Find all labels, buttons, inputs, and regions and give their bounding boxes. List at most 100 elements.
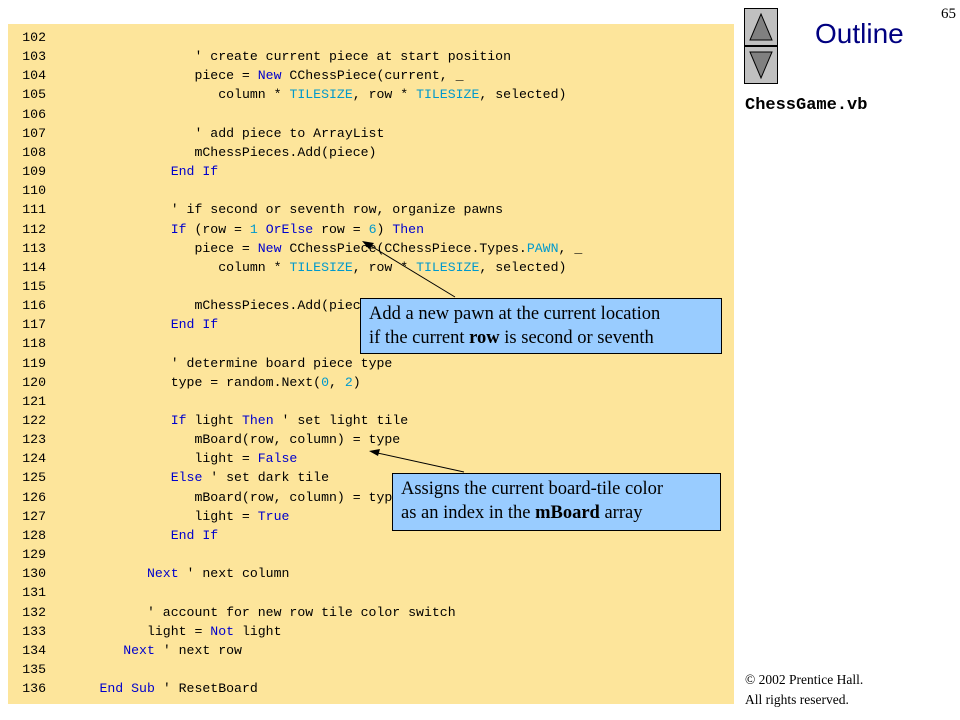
line-number: 133 [22,623,46,639]
line-number: 127 [22,508,46,524]
code-indent [52,202,171,217]
code-indent [52,605,147,620]
code-line: 118 [8,334,52,353]
code-line: 126 mBoard(row, column) = type + 2 [8,488,432,507]
code-keyword: Not [210,623,235,639]
page-number: 65 [941,6,956,22]
code-indent [52,126,194,141]
code-comment: ' determine board piece type [170,355,393,371]
code-text: row = [313,221,369,237]
line-number: 124 [22,451,46,467]
triangle-down-icon [749,51,773,80]
line-number: 110 [22,183,46,199]
code-keyword: OrElse [265,221,314,237]
line-number: 106 [22,106,46,122]
code-text: CChessPiece(CChessPiece.Types. [281,240,527,256]
code-indent [52,241,194,256]
code-indent [52,68,194,83]
code-text [155,681,163,696]
line-number: 135 [22,661,46,677]
code-indent [52,49,194,64]
previous-slide-button[interactable] [744,8,778,46]
line-number: 117 [22,317,46,333]
code-line: 110 [8,181,52,200]
line-number: 103 [22,49,46,65]
code-keyword: Next [146,566,179,582]
code-line: 112 If (row = 1 OrElse row = 6) Then [8,220,424,239]
line-number: 111 [22,202,46,218]
code-text: column * [218,259,290,275]
code-literal: PAWN [526,240,559,256]
code-literal: TILESIZE [289,259,353,275]
code-literal: 1 [249,221,258,237]
code-literal: TILESIZE [416,87,480,103]
line-number: 131 [22,585,46,601]
code-text [258,222,266,237]
code-line: 131 [8,583,52,602]
code-text: piece = [194,68,258,84]
code-text: ) [352,374,361,390]
code-text [179,566,187,581]
code-text: light [186,413,242,428]
code-text: CChessPiece(current, _ [281,68,464,84]
line-number: 104 [22,68,46,84]
code-literal: TILESIZE [416,259,480,275]
code-text: light = [146,623,211,639]
code-indent [52,222,171,237]
callout-pawn-line1: Add a new pawn at the current location [369,304,661,324]
code-indent [52,87,218,102]
code-line: 125 Else ' set dark tile [8,468,329,487]
code-comment: ' account for new row tile color switch [146,604,456,620]
copyright-line-1: © 2002 Prentice Hall. [745,672,864,687]
code-line: 117 End If [8,315,218,334]
line-number: 122 [22,413,46,428]
code-keyword: End If [170,317,219,333]
code-keyword: If [170,221,187,237]
code-text: column * [218,87,290,103]
callout-tile-text: as an index in the [401,503,536,523]
callout-pawn-text-end: is second or seventh [499,328,654,348]
code-indent [52,528,171,543]
code-line: 119 ' determine board piece type [8,354,392,373]
code-comment: ' if second or seventh row, organize paw… [170,202,504,218]
code-comment: ' add piece to ArrayList [194,125,385,141]
code-keyword: Then [241,413,274,428]
callout-tile-text-end: array [599,503,643,523]
code-line: 135 [8,660,52,679]
code-line: 116 mChessPieces.Add(piece) [8,296,376,315]
callout-pawn: Add a new pawn at the current location i… [360,298,722,354]
line-number: 123 [22,432,46,448]
code-indent [52,317,171,332]
code-text: , row * [352,259,417,275]
code-listing: 102 103 ' create current piece at start p… [8,24,734,704]
code-text: mBoard(row, column) = type + [194,489,424,505]
callout-pawn-text: if the current [369,328,470,348]
code-indent [52,145,194,160]
code-line: 129 [8,545,52,564]
code-comment: ' set light tile [281,413,409,428]
code-line: 115 [8,277,52,296]
callout-tile-line1: Assigns the current board-tile color [401,479,664,499]
code-comment: ' create current piece at start position [194,49,512,65]
line-number: 136 [22,681,46,697]
code-comment: ' ResetBoard [162,681,258,697]
code-indent [52,432,194,447]
code-keyword: New [257,240,282,256]
code-indent [52,451,194,466]
code-comment: ' set dark tile [210,470,330,486]
code-line: 133 light = Not light [8,622,281,641]
callout-tile-bold: mBoard [535,503,600,523]
next-slide-button[interactable] [744,46,778,84]
line-number: 113 [22,240,46,256]
code-line: 102 [8,28,52,47]
copyright-line-2: All rights reserved. [745,692,849,707]
code-keyword: True [257,508,290,524]
code-keyword: Else [170,470,203,486]
code-line: 122 If light Then ' set light tile [8,411,408,430]
code-line: 108 mChessPieces.Add(piece) [8,143,376,162]
code-indent [52,375,171,390]
copyright-notice: © 2002 Prentice Hall. All rights reserve… [745,670,863,710]
line-number: 107 [22,125,46,141]
code-keyword: Next [123,642,155,658]
line-number: 108 [22,144,46,160]
